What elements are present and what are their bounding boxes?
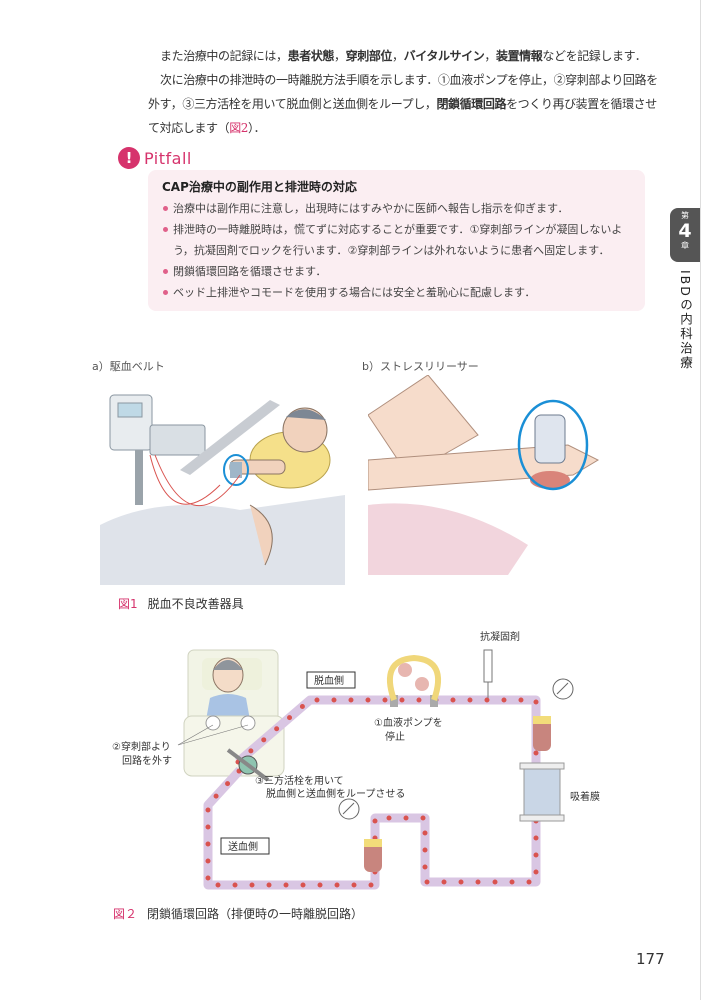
- figure1-label-a: a）駆血ベルト: [92, 360, 165, 373]
- closed-circuit-diagram: 抗凝固剤 脱血側 送血側 ①血液ポンプを 停止 ②穿刺部より 回路を外す ③三方…: [112, 630, 600, 890]
- label-anticoagulant: 抗凝固剤: [480, 630, 520, 643]
- paragraph-procedure: 次に治療中の排泄時の一時離脱方法手順を示します．①血液ポンプを停止，②穿刺部より…: [148, 73, 658, 135]
- tourniquet-belt-illustration: [100, 375, 345, 585]
- list-item: 閉鎖循環回路を循環させます．: [162, 261, 635, 282]
- label-step1-line2: 停止: [385, 730, 405, 743]
- page-number: 177: [636, 950, 665, 968]
- top-content: また治療中の記録には，患者状態，穿刺部位，バイタルサイン，装置情報などを記録しま…: [118, 44, 658, 311]
- chapter-number: 4: [678, 220, 692, 242]
- list-item: ベッド上排泄やコモードを使用する場合には安全と羞恥心に配慮します．: [162, 282, 635, 303]
- syringe-icon: [483, 649, 493, 698]
- label-step2: ②穿刺部より: [112, 740, 171, 753]
- body-text: また治療中の記録には，患者状態，穿刺部位，バイタルサイン，装置情報などを記録しま…: [148, 44, 658, 140]
- blood-pump-icon: [387, 654, 441, 707]
- label-draw-side: 脱血側: [314, 674, 344, 687]
- label-step2-line2: 回路を外す: [122, 754, 172, 767]
- pitfall-list: 治療中は副作用に注意し，出現時にはすみやかに医師へ報告し指示を仰ぎます． 排泄時…: [162, 198, 635, 303]
- label-step3: ③三方活栓を用いて: [255, 774, 344, 787]
- pitfall-title: Pitfall: [144, 148, 192, 168]
- chapter-title: IBDの内科治療: [678, 270, 693, 371]
- patient-illustration: [183, 649, 285, 777]
- pressure-gauge-icon: [338, 678, 574, 820]
- label-adsorber: 吸着膜: [570, 790, 600, 803]
- label-return-side: 送血側: [228, 840, 258, 853]
- pitfall-header: ! Pitfall: [118, 146, 658, 170]
- chapter-tab: 第 4 章: [670, 208, 700, 262]
- page-edge-line: [700, 0, 701, 1000]
- chapter-suffix: 章: [681, 241, 689, 250]
- chapter-prefix: 第: [681, 211, 689, 220]
- blood-flow-dots: [205, 697, 539, 888]
- stress-releaser-illustration: [368, 375, 600, 575]
- pitfall-heading: CAP治療中の副作用と排泄時の対応: [162, 180, 357, 194]
- list-item: 治療中は副作用に注意し，出現時にはすみやかに医師へ報告し指示を仰ぎます．: [162, 198, 635, 219]
- drip-chamber-icon: [364, 716, 551, 872]
- label-step1: ①血液ポンプを: [374, 716, 443, 729]
- three-way-stopcock-icon: [226, 748, 270, 782]
- adsorber-column-icon: [519, 762, 565, 822]
- alert-magnifier-icon: !: [118, 147, 140, 169]
- figure-2-reference[interactable]: 図2: [229, 121, 249, 135]
- figure1-label-b: b）ストレスリリーサー: [362, 360, 479, 373]
- pitfall-box: CAP治療中の副作用と排泄時の対応 治療中は副作用に注意し，出現時にはすみやかに…: [148, 170, 645, 311]
- label-step3-line2: 脱血側と送血側をループさせる: [266, 787, 405, 800]
- list-item: 排泄時の一時離脱時は，慌てずに対応することが重要です．①穿刺部ラインが凝固しない…: [162, 219, 635, 261]
- paragraph-records: また治療中の記録には，患者状態，穿刺部位，バイタルサイン，装置情報などを記録しま…: [160, 49, 647, 63]
